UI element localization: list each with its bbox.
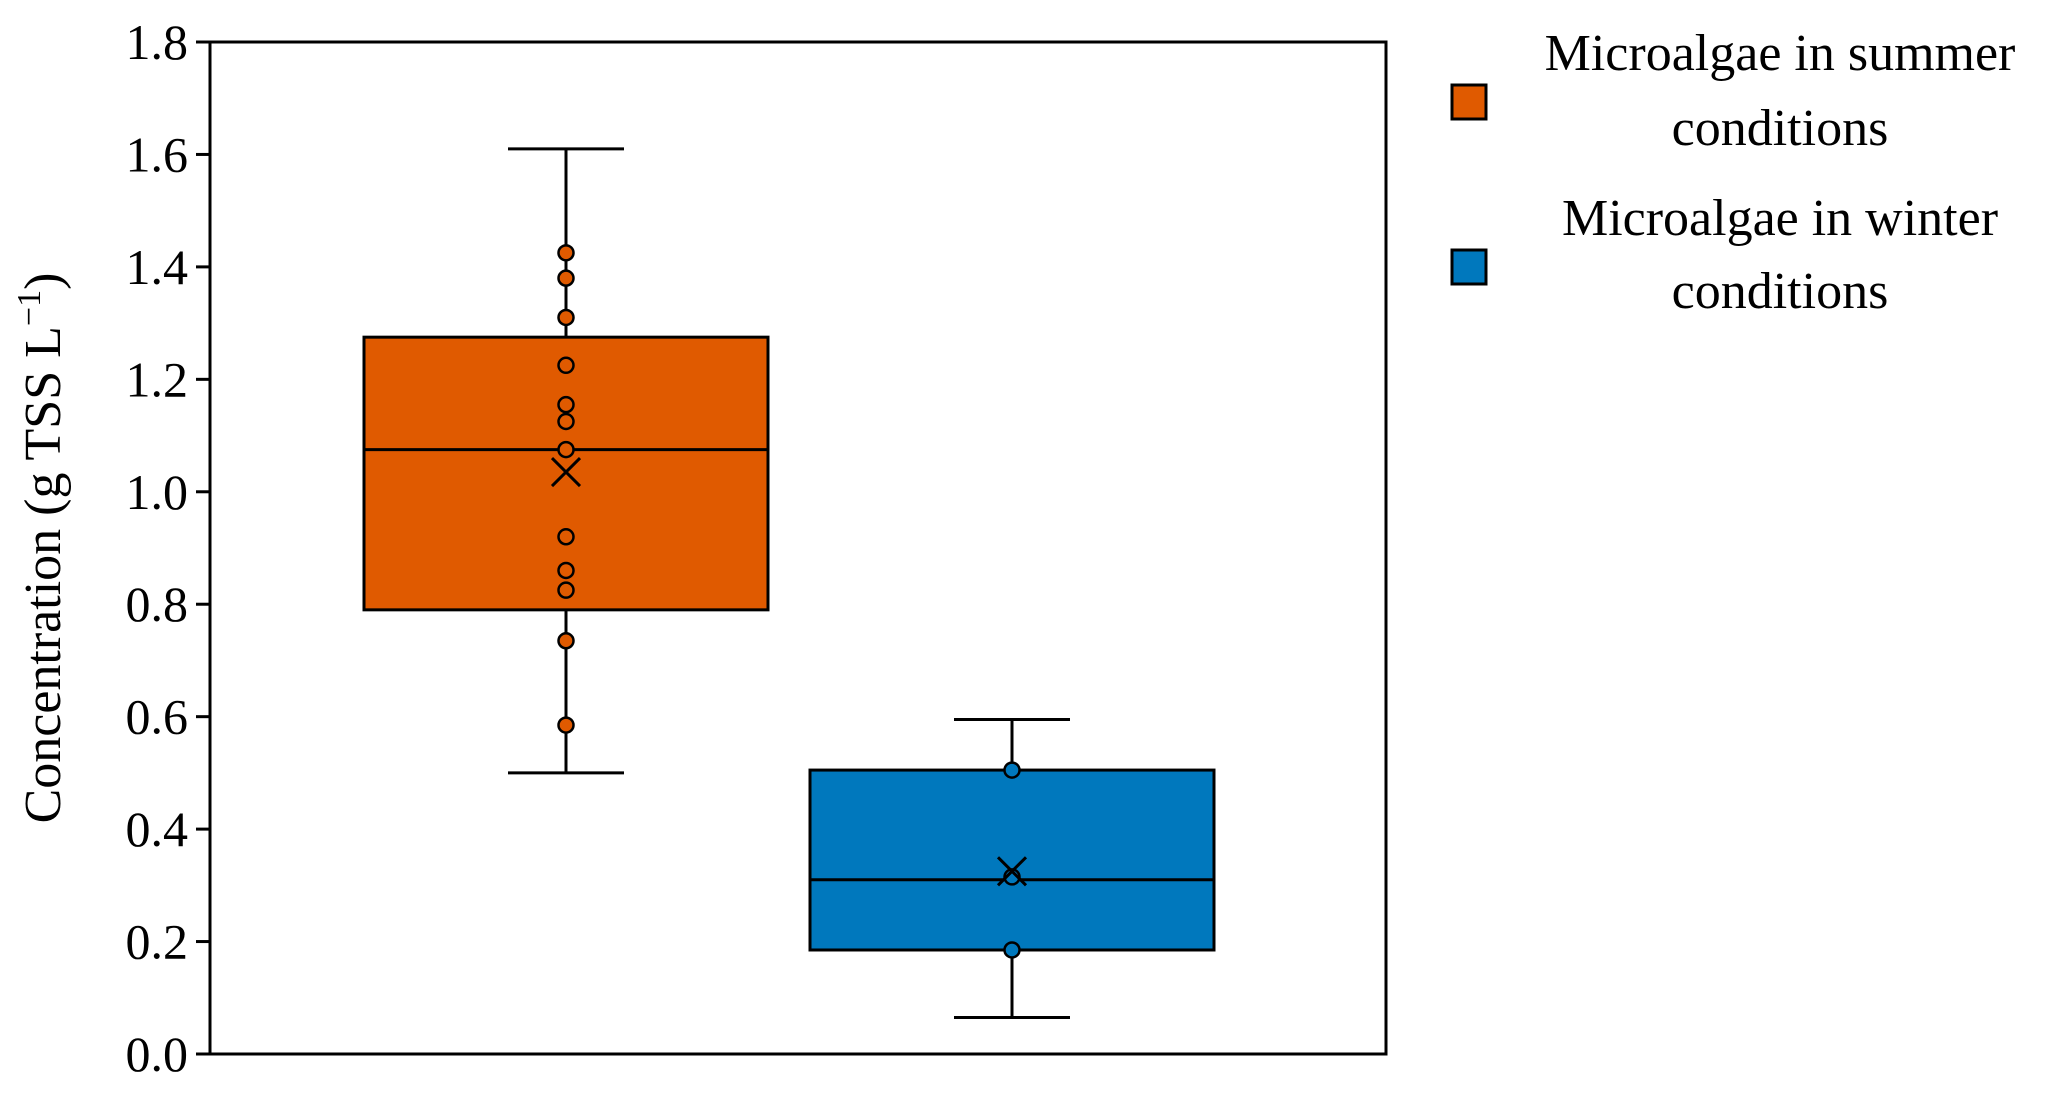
mean-marker [996, 856, 1028, 887]
data-point [1003, 761, 1021, 779]
data-point [557, 632, 575, 650]
y-tick-label: 1.2 [126, 351, 189, 407]
legend-label-line: Microalgae in summer [1545, 25, 2016, 82]
legend-label-line: Microalgae in winter [1562, 190, 1998, 247]
box-series-2 [808, 717, 1216, 1019]
data-point [557, 581, 575, 599]
legend-label-line: conditions [1672, 100, 1889, 157]
legend-item-2: Microalgae in winter conditions [1450, 190, 1998, 320]
box-series-1 [362, 147, 770, 775]
y-tick-label: 0.0 [126, 1026, 189, 1082]
mean-marker [550, 457, 582, 488]
y-tick-label: 1.0 [126, 464, 189, 520]
box-series-group [362, 147, 1216, 1019]
data-point [557, 716, 575, 734]
box-iqr [808, 768, 1216, 952]
y-axis-label-close: ) [15, 273, 72, 290]
legend-item-1: Microalgae in summer conditions [1450, 25, 2016, 157]
y-tick-label: 0.6 [126, 689, 189, 745]
data-point [557, 561, 575, 580]
y-tick-label: 1.4 [126, 239, 189, 295]
legend: Microalgae in summerconditionsMicroalgae… [1450, 25, 2016, 320]
data-point [557, 356, 575, 375]
y-tick-label: 0.8 [126, 576, 189, 632]
data-point [557, 440, 575, 459]
y-axis-label-superscript: −1 [11, 290, 48, 326]
data-point [557, 395, 575, 414]
y-tick-label: 0.2 [126, 914, 189, 970]
data-point [557, 308, 575, 327]
data-point [557, 269, 575, 287]
y-tick-label: 1.6 [126, 126, 189, 182]
y-tick-label: 0.4 [126, 801, 189, 857]
legend-swatch [1450, 248, 1488, 286]
data-point [1003, 941, 1021, 959]
data-point [557, 412, 575, 431]
y-axis-ticks: 0.0 0.2 0.4 0.6 0.8 1.0 1.2 1.4 1.6 1.8 [126, 14, 210, 1082]
y-axis-label: Concentration (g TSS L−1) [11, 273, 72, 824]
y-axis-label-main: Concentration (g TSS L [15, 326, 72, 823]
legend-label-line: conditions [1672, 263, 1889, 320]
legend-swatch [1450, 83, 1488, 121]
y-tick-label: 1.8 [126, 14, 189, 70]
data-point [557, 528, 575, 546]
data-point [557, 244, 575, 262]
